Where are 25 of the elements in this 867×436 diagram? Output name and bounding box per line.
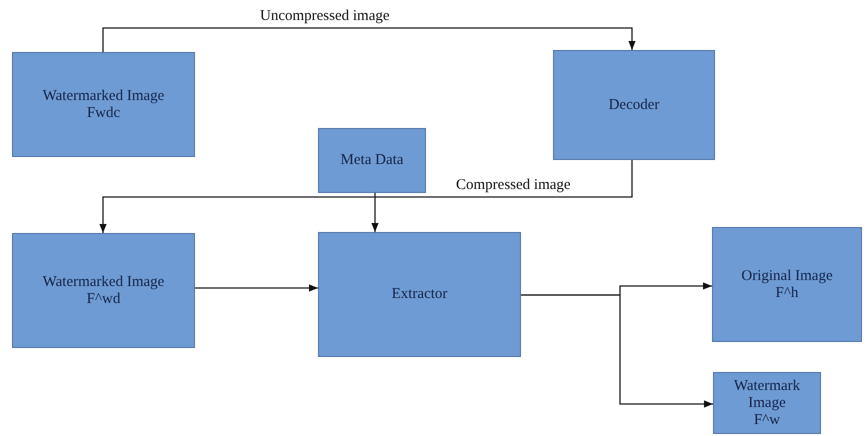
box-label: Original Image (740, 268, 834, 284)
box-label: Watermarked Image (42, 274, 166, 290)
arrow (195, 284, 318, 292)
box-label: F^wd (86, 290, 122, 308)
process-box (318, 128, 426, 193)
arrow (521, 294, 713, 408)
box-label: Watermarked Image (42, 88, 166, 104)
box-label: F^h (774, 284, 800, 302)
process-box (713, 372, 821, 434)
edge-label: Compressed image (454, 176, 573, 194)
box-label: Fwdc (86, 104, 122, 122)
process-box (553, 50, 715, 160)
arrow (102, 27, 636, 52)
process-box (12, 52, 195, 157)
edge-label: Uncompressed image (258, 7, 392, 25)
arrow (99, 160, 633, 233)
process-box (12, 233, 195, 348)
box-label: Watermark Image (732, 378, 802, 412)
box-label: Meta Data (340, 152, 404, 169)
box-label: Decoder (608, 96, 660, 114)
process-box (318, 232, 521, 357)
box-label: Extractor (390, 286, 448, 303)
process-box (712, 227, 862, 342)
box-label: F^w (752, 412, 782, 428)
arrow (371, 193, 379, 232)
